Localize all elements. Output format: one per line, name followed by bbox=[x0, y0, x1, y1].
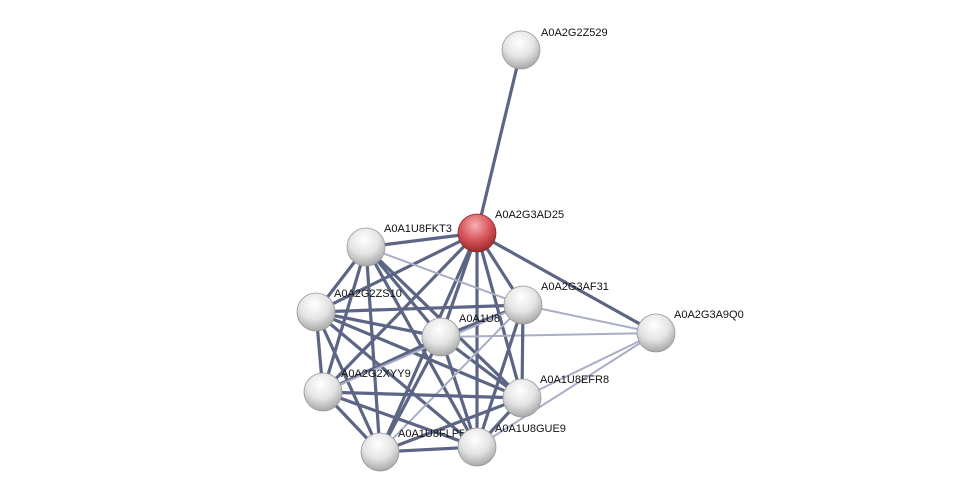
edge-ZS10-U8X[interactable] bbox=[315, 310, 442, 339]
protein-node[interactable] bbox=[421, 317, 461, 357]
node-label: A0A2G3A9Q0 bbox=[674, 309, 744, 321]
edge-FKT3-U8X[interactable] bbox=[364, 245, 443, 339]
edge-AD25-XYY9[interactable] bbox=[321, 231, 479, 394]
edge-ZS10-EFR8[interactable] bbox=[315, 310, 523, 400]
protein-node[interactable] bbox=[503, 285, 543, 325]
node-label: A0A1U8FLP5 bbox=[398, 428, 465, 440]
protein-node[interactable] bbox=[501, 30, 541, 70]
edge-XYY9-EFR8[interactable] bbox=[322, 390, 523, 400]
node-label: A0A2G3AF31 bbox=[541, 281, 609, 293]
protein-node[interactable] bbox=[502, 378, 542, 418]
protein-node[interactable] bbox=[457, 427, 497, 467]
edge-AF31-A9Q0[interactable] bbox=[522, 304, 657, 334]
node-label: A0A1U8EFR8 bbox=[540, 374, 609, 386]
edge-AD25-ZS10[interactable] bbox=[315, 231, 478, 314]
node-label: A0A1U8FKT3 bbox=[384, 223, 452, 235]
edge-AD25-A9Q0[interactable] bbox=[476, 231, 657, 335]
protein-node[interactable] bbox=[296, 292, 336, 332]
edge-AF31-GUE9[interactable] bbox=[475, 304, 525, 448]
edge-GUE9-A9Q0[interactable] bbox=[476, 332, 657, 448]
node-label: A0A2G2ZS10 bbox=[334, 288, 402, 300]
edge-ZS10-AF31[interactable] bbox=[315, 303, 524, 314]
edge-XYY9-GUE9[interactable] bbox=[322, 390, 478, 449]
protein-node[interactable] bbox=[360, 432, 400, 472]
edge-EFR8-FLP5[interactable] bbox=[379, 396, 523, 454]
node-label: A0A1U8 bbox=[459, 313, 500, 325]
edge-FKT3-AF31[interactable] bbox=[365, 246, 524, 306]
node-label: A0A2G2XYY9 bbox=[341, 368, 411, 380]
edge-U8X-A9Q0[interactable] bbox=[440, 332, 657, 338]
node-label: A0A2G2Z529 bbox=[541, 27, 608, 39]
edge-FKT3-XYY9[interactable] bbox=[321, 246, 368, 393]
edge-AF31-FLP5[interactable] bbox=[379, 304, 524, 453]
protein-node[interactable] bbox=[303, 372, 343, 412]
edge-EFR8-A9Q0[interactable] bbox=[521, 332, 657, 399]
edge-AD25-Z529[interactable] bbox=[475, 49, 523, 234]
node-label: A0A2G3AD25 bbox=[495, 209, 564, 221]
protein-node[interactable] bbox=[636, 313, 676, 353]
edge-FKT3-FLP5[interactable] bbox=[364, 246, 382, 453]
query-protein-node[interactable] bbox=[457, 213, 497, 253]
edge-XYY9-AF31[interactable] bbox=[322, 304, 524, 393]
protein-node[interactable] bbox=[346, 227, 386, 267]
node-label: A0A1U8GUE9 bbox=[495, 423, 566, 435]
